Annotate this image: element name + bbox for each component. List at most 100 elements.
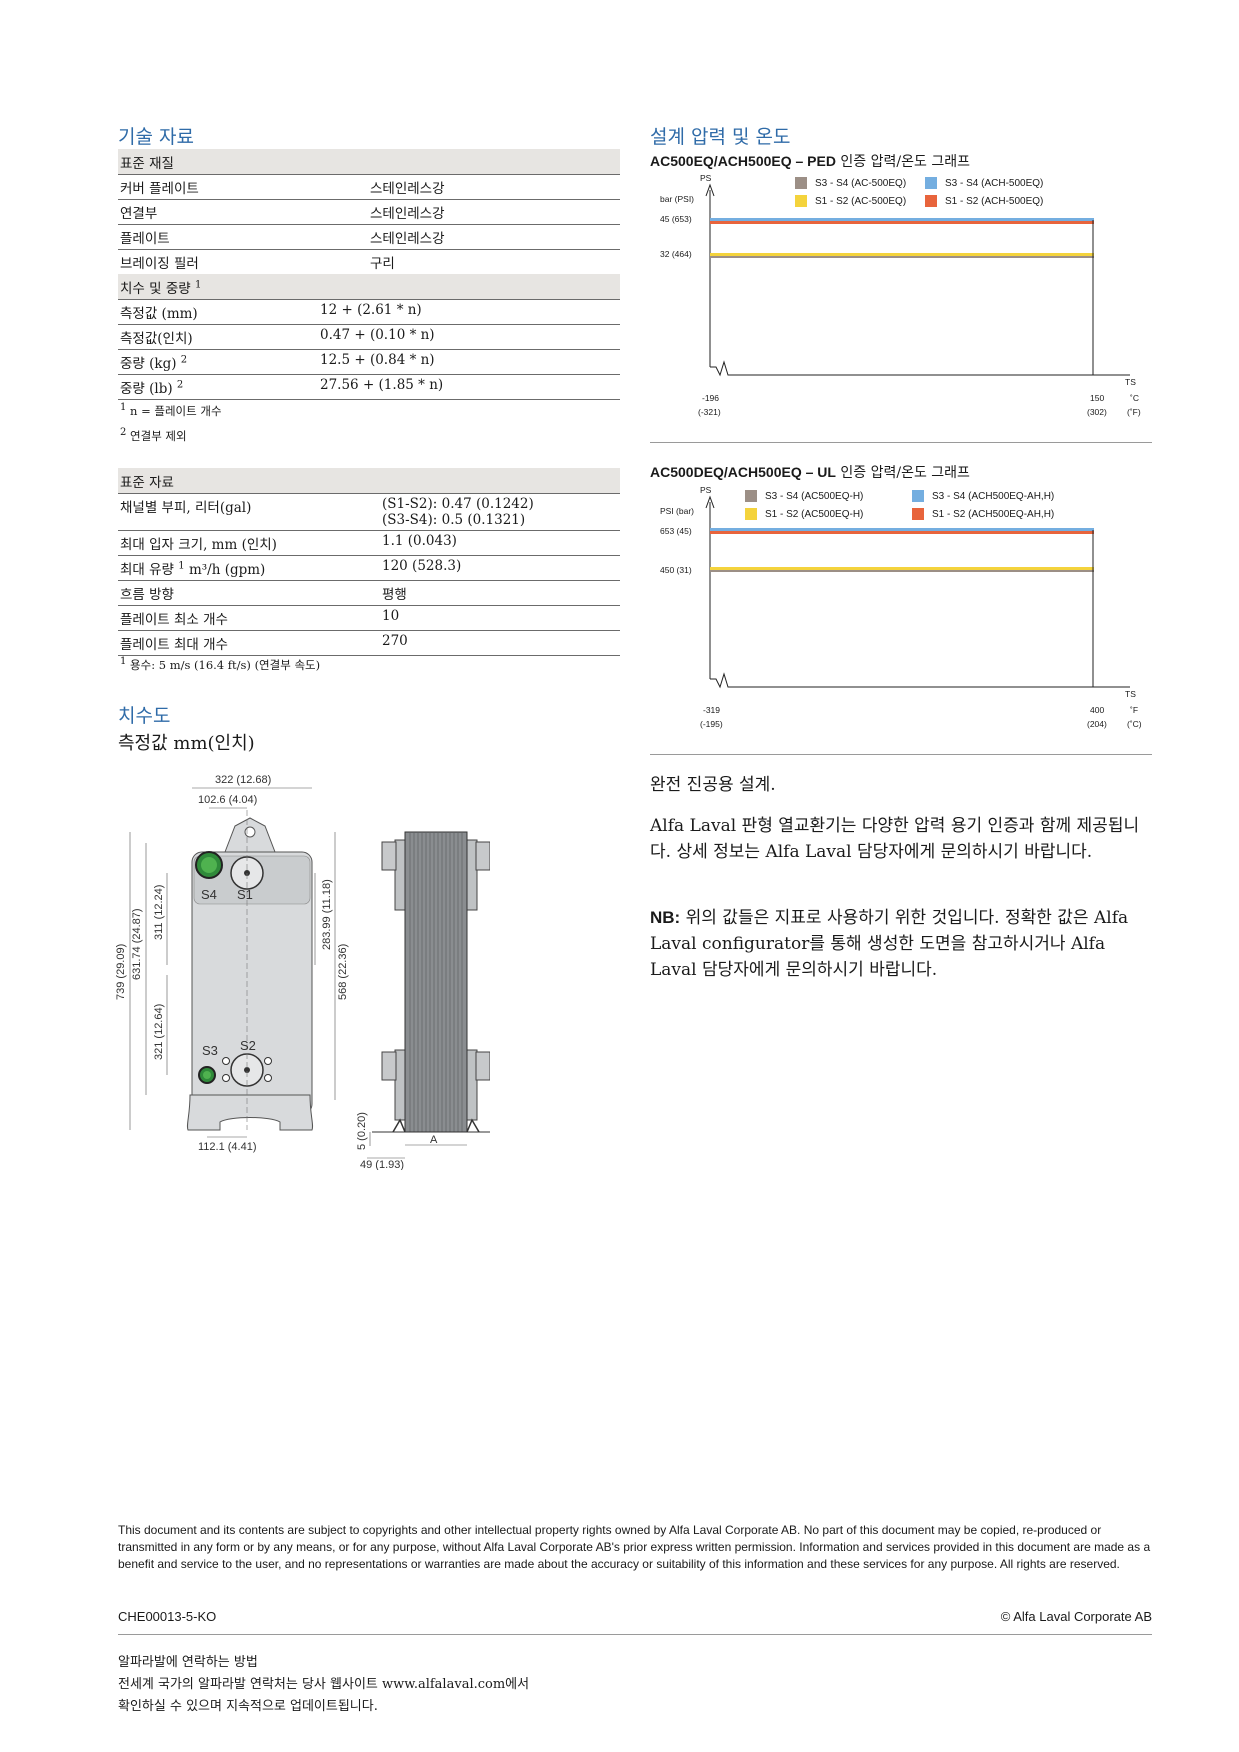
materials-header: 표준 재질	[118, 149, 620, 175]
ul-x-unit-c: (˚C)	[1127, 719, 1142, 729]
legend-swatch	[912, 490, 924, 502]
ped-x-unit: ˚C	[1130, 393, 1139, 403]
ped-line-s1s2-ach	[710, 221, 1094, 224]
ul-unit-label: PSI (bar)	[660, 506, 695, 516]
label-s2: S2	[240, 1038, 256, 1053]
vacuum-text: 완전 진공용 설계.	[650, 775, 776, 795]
dim-label-a: A	[430, 1134, 438, 1146]
ped-x-right-f: (302)	[1087, 407, 1107, 417]
standard-table: 표준 자료 채널별 부피, 리터(gal)(S1-S2): 0.47 (0.12…	[118, 468, 620, 656]
legend-swatch	[795, 177, 807, 189]
copyright: © Alfa Laval Corporate AB	[1000, 1609, 1152, 1624]
ul-x-left: -319	[703, 705, 721, 715]
dimensions-header: 치수 및 중량 1	[118, 274, 620, 300]
ul-x-right-c: (204)	[1087, 719, 1107, 729]
table-row: 측정값(인치)0.47 + (0.10 * n)	[118, 325, 620, 350]
dims-note-2: 2 연결부 제외	[120, 427, 187, 443]
ped-y-high: 45 (653)	[660, 214, 692, 224]
contact-block: 알파라발에 연락하는 방법 전세계 국가의 알파라발 연락처는 당사 웹사이트 …	[118, 1652, 529, 1718]
side-view	[372, 831, 490, 1133]
standard-note: 1 용수: 5 m/s (16.4 ft/s) (연결부 속도)	[120, 656, 321, 672]
ul-legend-item: S1 - S2 (ACH500EQ-AH,H)	[912, 508, 1054, 520]
dimension-drawing: S4 S1 S3 S2 322 (12.68) 102.6 (4.04) 739…	[115, 774, 490, 1170]
legal-text: This document and its contents are subje…	[118, 1523, 1151, 1571]
drawing-title: 치수도	[118, 705, 171, 727]
ped-x-left: -196	[702, 393, 720, 403]
ped-chart-title: AC500EQ/ACH500EQ – PED 인증 압력/온도 그래프	[650, 153, 970, 170]
nb-text: NB: 위의 값들은 지표로 사용하기 위한 것입니다. 정확한 값은 Alfa…	[650, 908, 1129, 980]
dim-side2: 49 (1.93)	[360, 1159, 404, 1170]
divider	[650, 754, 1152, 755]
contact-title: 알파라발에 연락하는 방법	[118, 1655, 258, 1670]
dim-top: 102.6 (4.04)	[198, 794, 257, 806]
ped-x-left-f: (-321)	[698, 407, 721, 417]
legend-swatch	[745, 490, 757, 502]
ul-x-right: 400	[1090, 705, 1105, 715]
ped-ts-label: TS	[1125, 377, 1136, 387]
ped-legend-item: S3 - S4 (AC-500EQ)	[795, 177, 906, 189]
ped-legend-item: S1 - S2 (AC-500EQ)	[795, 195, 906, 207]
ul-line-s1s2-ac	[710, 567, 1094, 570]
dim-h2: 631.74 (24.87)	[131, 908, 143, 980]
contact-line-1: 전세계 국가의 알파라발 연락처는 당사 웹사이트 www.alfalaval.…	[118, 1677, 530, 1692]
table-row: 측정값 (mm)12 + (2.61 * n)	[118, 300, 620, 325]
label-s4: S4	[201, 887, 217, 902]
ped-line-s1s2-ac	[710, 253, 1094, 256]
dim-h6: 568 (22.36)	[337, 944, 349, 1000]
ul-line-s3s4-ach	[710, 528, 1094, 531]
ul-line-s3s4-ac	[710, 570, 1094, 572]
ul-y-high: 653 (45)	[660, 526, 692, 536]
ped-legend-item: S3 - S4 (ACH-500EQ)	[925, 177, 1043, 189]
ped-line-s3s4-ach	[710, 218, 1094, 221]
footer-divider	[118, 1634, 1152, 1635]
ul-x-unit: ˚F	[1130, 705, 1139, 715]
doc-id: CHE00013-5-KO	[118, 1609, 217, 1624]
ul-chart-title: AC500DEQ/ACH500EQ – UL 인증 압력/온도 그래프	[650, 464, 970, 481]
drawing-subtitle: 측정값 mm(인치)	[118, 733, 255, 754]
ul-legend-item: S1 - S2 (AC500EQ-H)	[745, 508, 863, 520]
ul-x-left-c: (-195)	[700, 719, 723, 729]
dim-h5: 283.99 (11.18)	[321, 879, 333, 950]
legend-swatch	[795, 195, 807, 207]
ped-chart	[705, 183, 1130, 377]
ul-chart	[705, 495, 1130, 689]
ped-legend-item: S1 - S2 (ACH-500EQ)	[925, 195, 1043, 207]
table-row: 채널별 부피, 리터(gal)(S1-S2): 0.47 (0.1242)(S3…	[118, 494, 620, 531]
dim-side1: 5 (0.20)	[356, 1112, 368, 1150]
ul-legend-item: S3 - S4 (AC500EQ-H)	[745, 490, 863, 502]
info-text: Alfa Laval 판형 열교환기는 다양한 압력 용기 인증과 함께 제공됩…	[650, 816, 1140, 862]
tech-title: 기술 자료	[118, 126, 194, 148]
ul-ps-label: PS	[700, 485, 712, 495]
ped-y-low: 32 (464)	[660, 249, 692, 259]
legend-swatch	[925, 195, 937, 207]
front-view: S4 S1 S3 S2	[186, 810, 314, 1131]
dims-note-1: 1 n = 플레이트 개수	[120, 402, 222, 418]
label-s3: S3	[202, 1043, 218, 1058]
charts-title: 설계 압력 및 온도	[650, 126, 791, 148]
ped-ps-label: PS	[700, 173, 712, 183]
dim-bottom: 112.1 (4.41)	[198, 1141, 257, 1153]
ped-x-right: 150	[1090, 393, 1105, 403]
legend-swatch	[745, 508, 757, 520]
standard-header: 표준 자료	[118, 468, 620, 494]
table-row: 최대 입자 크기, mm (인치)1.1 (0.043)	[118, 531, 620, 556]
ul-y-low: 450 (31)	[660, 565, 692, 575]
divider	[650, 442, 1152, 443]
ul-legend-item: S3 - S4 (ACH500EQ-AH,H)	[912, 490, 1054, 502]
ul-ts-label: TS	[1125, 689, 1136, 699]
dim-h4: 321 (12.64)	[153, 1004, 165, 1060]
ped-x-unit-f: (˚F)	[1127, 407, 1141, 417]
table-row: 최대 유량 1 m³/h (gpm)120 (528.3)	[118, 556, 620, 581]
dim-width: 322 (12.68)	[215, 774, 271, 786]
dim-h3: 311 (12.24)	[153, 885, 165, 940]
